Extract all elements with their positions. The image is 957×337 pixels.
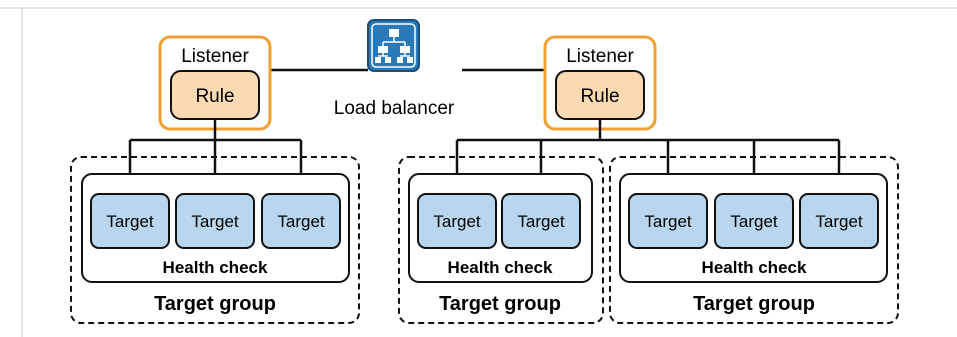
target-group-1-label: Target group (154, 293, 276, 315)
load-balancer-label: Load balancer (334, 98, 455, 119)
target-2-box (175, 193, 255, 249)
target-3-box (261, 193, 341, 249)
target-6-label: Target (644, 212, 692, 231)
target-4-box (417, 193, 497, 249)
target-5-label: Target (517, 212, 565, 231)
target-8-box (799, 193, 879, 249)
target-group-2: Target Target Health check Target group (398, 156, 604, 324)
target-group-1-border (70, 156, 360, 324)
listener-right: Listener Rule (543, 35, 657, 131)
network-hierarchy-icon-glyph (375, 29, 413, 63)
target-group-2-border (398, 156, 604, 324)
target-2-label: Target (191, 212, 239, 231)
health-check-2-label: Health check (448, 258, 553, 277)
listener-left: Listener Rule (158, 35, 272, 131)
rule-right-label: Rule (580, 86, 619, 107)
health-check-1-label: Health check (163, 258, 268, 277)
target-5-box (501, 193, 581, 249)
network-hierarchy-icon (367, 19, 420, 72)
target-1-box (90, 193, 170, 249)
listener-right-title: Listener (566, 46, 634, 67)
target-group-3-label: Target group (693, 293, 815, 315)
target-group-3-border (609, 156, 899, 324)
listener-left-title: Listener (181, 46, 249, 67)
target-group-3: Target Target Target Health check Target… (609, 156, 899, 324)
target-4-label: Target (433, 212, 481, 231)
target-7-label: Target (730, 212, 778, 231)
target-3-label: Target (277, 212, 325, 231)
target-8-label: Target (815, 212, 863, 231)
target-1-label: Target (106, 212, 154, 231)
target-group-2-label: Target group (439, 293, 561, 315)
rule-left-label: Rule (195, 86, 234, 107)
target-6-box (628, 193, 708, 249)
health-check-3-label: Health check (702, 258, 807, 277)
target-7-box (714, 193, 794, 249)
network-hierarchy-icon-inner (371, 23, 416, 68)
load-balancer: Load balancer (334, 19, 455, 119)
target-group-1: Target Target Target Health check Target… (70, 156, 360, 324)
